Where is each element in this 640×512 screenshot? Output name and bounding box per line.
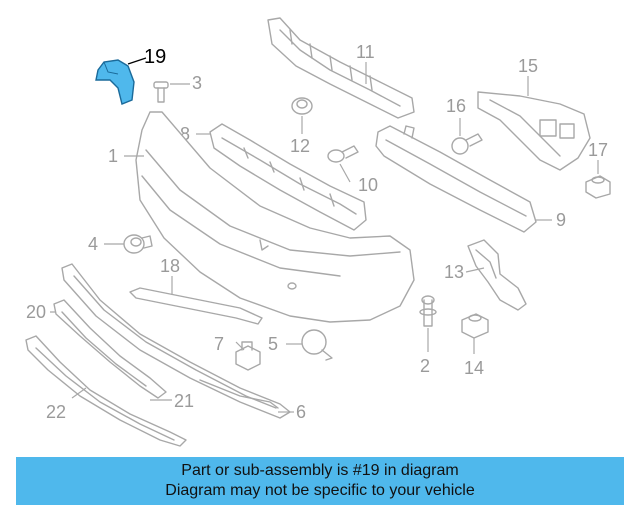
banner-line-2: Diagram may not be specific to your vehi… xyxy=(165,482,475,499)
callout-16: 16 xyxy=(446,96,466,116)
callout-21: 21 xyxy=(174,391,194,411)
part-10-bolt[interactable] xyxy=(327,145,359,163)
callout-14: 14 xyxy=(464,358,484,378)
part-18-trim-strip[interactable] xyxy=(129,287,263,325)
part-11-upper-bracket[interactable] xyxy=(267,17,415,119)
callout-12: 12 xyxy=(290,136,310,156)
part-21-grille-insert[interactable] xyxy=(53,299,167,399)
part-7-clip[interactable] xyxy=(235,341,261,371)
part-12-clip[interactable] xyxy=(291,97,313,115)
part-16-bolt[interactable] xyxy=(451,133,483,155)
callout-3: 3 xyxy=(192,73,202,93)
part-6-lower-valance[interactable] xyxy=(199,379,279,409)
part-5-tow-hook-cap[interactable] xyxy=(301,329,333,361)
callout-9: 9 xyxy=(556,210,566,230)
callout-5: 5 xyxy=(268,334,278,354)
callout-10: 10 xyxy=(358,175,378,195)
callout-8: 8 xyxy=(180,124,190,144)
callout-20: 20 xyxy=(26,302,46,322)
callout-1: 1 xyxy=(108,146,118,166)
banner-line-1: Part or sub-assembly is #19 in diagram xyxy=(181,462,459,479)
callout-19[interactable]: 19 xyxy=(144,46,166,68)
callout-2: 2 xyxy=(420,356,430,376)
part-22-skid-plate[interactable] xyxy=(25,335,187,447)
part-2-push-pin[interactable] xyxy=(419,295,437,327)
part-1-bumper-cover[interactable] xyxy=(135,111,415,323)
part-4-clip[interactable] xyxy=(123,234,153,254)
callout-4: 4 xyxy=(88,234,98,254)
part-8-reinforcement[interactable] xyxy=(209,123,367,231)
callout-22: 22 xyxy=(46,402,66,422)
callout-6: 6 xyxy=(296,402,306,422)
callout-17: 17 xyxy=(588,140,608,160)
part-19-highlighted[interactable] xyxy=(95,59,135,105)
parts-diagram: 19 3 11 15 16 17 12 xyxy=(25,17,611,447)
part-3-bolt[interactable] xyxy=(153,81,169,103)
part-17-nut[interactable] xyxy=(585,175,611,199)
part-15-side-bracket[interactable] xyxy=(477,91,591,171)
info-banner: Part or sub-assembly is #19 in diagram D… xyxy=(16,457,624,505)
callout-13: 13 xyxy=(444,262,464,282)
callout-15: 15 xyxy=(518,56,538,76)
callout-7: 7 xyxy=(214,334,224,354)
callout-18: 18 xyxy=(160,256,180,276)
part-9-impact-beam[interactable] xyxy=(375,125,537,233)
part-14-nut[interactable] xyxy=(461,313,489,339)
callout-11: 11 xyxy=(356,42,375,62)
part-13-bracket[interactable] xyxy=(467,239,527,311)
